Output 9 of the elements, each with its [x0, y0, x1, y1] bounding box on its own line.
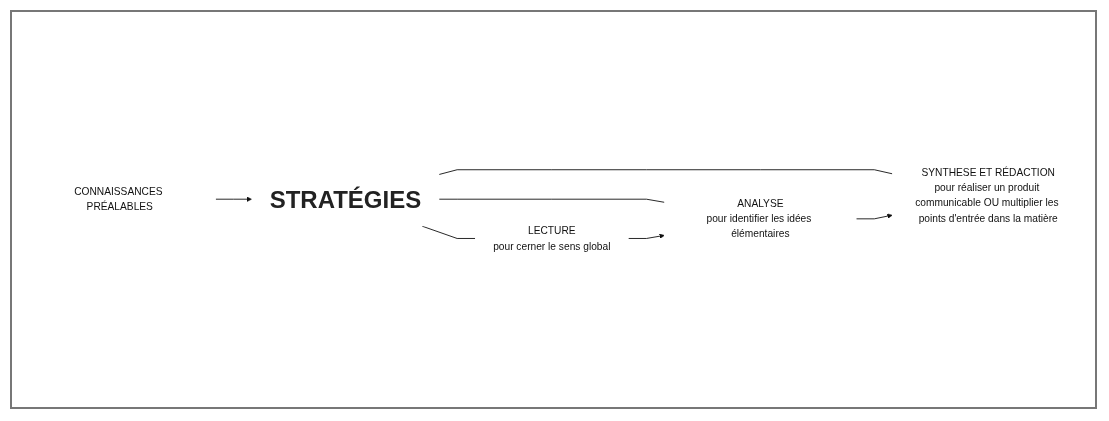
node-text: ANALYSE pour identifier les idées élémentaires	[706, 197, 811, 240]
node-text: SYNTHESE ET RÉDACTION pour réaliser un produit communicable OU multiplier les points d'entrée dans la matière	[914, 166, 1058, 225]
connector	[421, 225, 476, 240]
node-text: LECTURE pour cerner le sens global	[492, 225, 610, 252]
node-text: CONNAISSANCES PRÉALABLES	[73, 185, 163, 213]
connector	[438, 198, 665, 203]
connector	[438, 169, 893, 176]
frame-border: CONNAISSANCES PRÉALABLES STRATÉGIES LECTURE pour cerner le sens global ANALYSE pour identifier les idées élémentaires SYNTHESE ET RÉDACTION pour réaliser un produit communicable OU multiplier les points d'entrée dans la matière	[10, 10, 1097, 409]
node-text: STRATÉGIES	[269, 186, 421, 213]
